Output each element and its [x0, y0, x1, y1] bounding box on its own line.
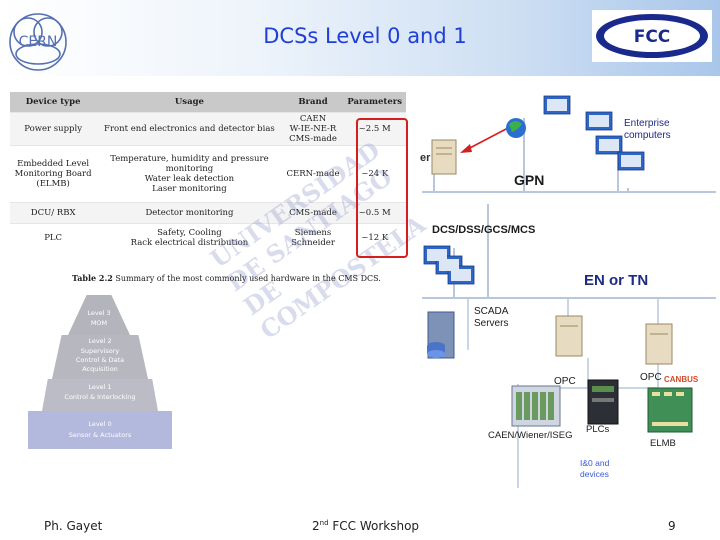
page-number: 9 [668, 519, 676, 533]
fcc-logo-text: FCC [634, 27, 671, 47]
caption-text: Summary of the most commonly used hardwa… [112, 274, 381, 283]
pyramid-level-0-sub: Sensor & Actuators [68, 431, 132, 439]
diagram-graphics [422, 95, 716, 488]
pyramid-level-2-title: Level 2 [88, 337, 112, 345]
cell-usage: Front end electronics and detector bias [96, 112, 283, 146]
pyramid-level-3-title: Level 3 [87, 309, 111, 317]
table-caption: Table 2.2 Summary of the most commonly u… [72, 273, 381, 283]
table-row: Embedded Level Monitoring Board (ELMB) T… [10, 145, 406, 203]
cell-device: Embedded Level Monitoring Board (ELMB) [10, 145, 97, 203]
footer-event-sup: nd [319, 519, 329, 527]
label-io-devices: I&0 and devices [580, 458, 610, 479]
col-usage: Usage [174, 97, 204, 107]
cell-params: ~2.5 M [343, 112, 406, 146]
cern-logo: CERN [9, 13, 67, 71]
cell-params: ~12 K [343, 223, 406, 252]
footer-event-post: FCC Workshop [328, 519, 420, 533]
cell-brand: Siemens Schneider [282, 223, 344, 252]
cell-params: ~24 K [343, 145, 406, 203]
cell-device: PLC [10, 223, 97, 252]
pyramid-level-0-title: Level 0 [88, 420, 112, 428]
cell-params: ~0.5 M [343, 202, 406, 224]
cell-usage: Detector monitoring [96, 202, 283, 224]
cell-brand: CAEN W-IE-NE-R CMS-made [282, 112, 344, 146]
footer-author: Ph. Gayet [44, 519, 103, 533]
label-scada-servers: SCADA Servers [474, 306, 509, 329]
footer-event: 2nd FCC Workshop [312, 519, 419, 533]
cell-usage: Temperature, humidity and pressure monit… [96, 145, 283, 203]
pyramid-level-3-sub: MOM [90, 319, 108, 327]
cell-brand: CMS-made [282, 202, 344, 224]
cell-brand: CERN-made [282, 145, 344, 203]
architecture-diagram: Enterprise computers er GPN DCS/DSS/GCS/… [418, 88, 718, 488]
col-parameters: Parameters [347, 97, 403, 107]
footer-event-pre: 2 [312, 519, 320, 533]
label-enterprise-computers: Enterprise computers [624, 118, 671, 141]
pyramid-level-1: Level 1 Control & Interlocking [42, 379, 158, 411]
fcc-logo: FCC [592, 10, 712, 62]
label-opc-2: OPC [640, 372, 662, 383]
label-elmb: ELMB [650, 438, 676, 449]
table-header-row: Device type Usage Brand Parameters [10, 92, 406, 113]
slide-header: CERN DCSs Level 0 and 1 FCC [0, 0, 720, 76]
hardware-table: Device type Usage Brand Parameters Power… [10, 92, 431, 345]
label-plcs: PLCs [586, 424, 610, 435]
pyramid-level-1-sub: Control & Interlocking [64, 393, 136, 401]
table-row: Power supply Front end electronics and d… [10, 112, 406, 146]
cell-usage: Safety, Cooling Rack electrical distribu… [96, 223, 283, 252]
table-row: DCU/ RBX Detector monitoring CMS-made ~0… [10, 202, 406, 224]
col-device-type: Device type [25, 97, 81, 107]
cern-logo-text: CERN [19, 34, 58, 50]
caption-label: Table 2.2 [72, 273, 113, 283]
pyramid-level-2: Level 2 Supervisory Control & Data Acqui… [52, 335, 148, 379]
label-gpn: GPN [514, 172, 545, 188]
label-opc-1: OPC [554, 376, 576, 387]
label-en-or-tn: EN or TN [584, 272, 649, 289]
cell-device: Power supply [10, 112, 97, 146]
pyramid-level-3: Level 3 MOM [68, 295, 130, 335]
pyramid-level-0: Level 0 Sensor & Actuators [28, 411, 172, 449]
label-server-partial: er [420, 152, 431, 164]
parameters-highlight-box [356, 118, 408, 258]
pyramid-level-1-title: Level 1 [88, 383, 112, 391]
table-row: PLC Safety, Cooling Rack electrical dist… [10, 223, 406, 252]
cell-device: DCU/ RBX [10, 202, 97, 224]
label-dcs: DCS/DSS/GCS/MCS [432, 224, 536, 236]
pyramid-level-2-sub: Supervisory Control & Data Acquisition [75, 347, 125, 373]
label-caen-wiener-iseg: CAEN/Wiener/ISEG [488, 430, 573, 441]
slide-title: DCSs Level 0 and 1 [263, 24, 467, 48]
label-canbus: CANBUS [664, 375, 699, 384]
col-brand: Brand [298, 97, 328, 107]
